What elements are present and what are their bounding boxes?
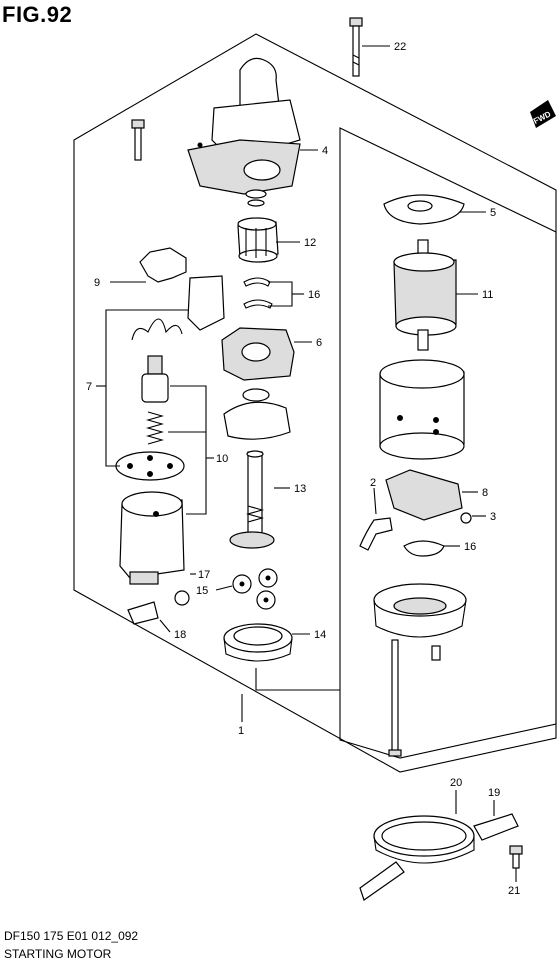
bolt-cover xyxy=(431,645,441,661)
through-bolt xyxy=(388,639,402,757)
plate-5-hole xyxy=(407,200,433,212)
callout-22: 22 xyxy=(394,41,406,53)
callout-labels: 22 4 5 12 9 16 11 6 7 10 13 2 8 3 16 17 … xyxy=(86,41,520,897)
solenoid-plate xyxy=(115,451,185,481)
nut-17 xyxy=(174,590,190,606)
callout-7: 7 xyxy=(86,381,92,393)
diagram-code: DF150 175 E01 012_092 xyxy=(4,929,139,943)
bracket-19 xyxy=(473,813,519,841)
motor-yoke xyxy=(379,359,465,460)
fwd-badge: FWD xyxy=(530,100,556,128)
housing-4 xyxy=(187,57,301,195)
bolt-22 xyxy=(349,17,363,77)
pinion-12 xyxy=(237,217,279,263)
diagram-subtitle: STARTING MOTOR xyxy=(4,947,112,961)
solenoid-body xyxy=(119,491,185,585)
band-20 xyxy=(359,815,475,901)
brush-lead-2 xyxy=(359,517,393,551)
callout-19: 19 xyxy=(488,787,500,799)
callout-4: 4 xyxy=(322,145,328,157)
leader-lines xyxy=(96,45,517,882)
ring-gear-14 xyxy=(223,623,293,662)
assembly-frame-inner xyxy=(339,127,557,759)
callout-16-top: 16 xyxy=(308,289,320,301)
shaft-13 xyxy=(229,450,275,549)
washer-b xyxy=(247,199,265,207)
callout-5: 5 xyxy=(490,207,496,219)
end-frame-6 xyxy=(221,327,295,381)
callout-10: 10 xyxy=(216,453,228,465)
callout-9: 9 xyxy=(94,277,100,289)
bolt-21 xyxy=(509,845,523,869)
end-cover xyxy=(373,583,467,638)
callout-3: 3 xyxy=(490,511,496,523)
callout-13: 13 xyxy=(294,483,306,495)
holder-7 xyxy=(187,275,225,331)
callout-2: 2 xyxy=(370,477,376,489)
callout-11: 11 xyxy=(482,289,493,301)
plunger xyxy=(141,355,169,403)
clip-18 xyxy=(127,601,159,625)
gears-15 xyxy=(232,568,278,610)
washer-a xyxy=(245,189,267,199)
nut-3 xyxy=(460,512,472,524)
callout-16-right: 16 xyxy=(464,541,476,553)
spring-clip xyxy=(131,318,183,341)
figure-title: FIG.92 xyxy=(2,2,73,27)
callout-20: 20 xyxy=(450,777,462,789)
callout-1: 1 xyxy=(238,725,244,737)
spring xyxy=(145,411,165,445)
callout-12: 12 xyxy=(304,237,316,249)
callout-18: 18 xyxy=(174,629,186,641)
callout-17: 17 xyxy=(198,569,210,581)
callout-14: 14 xyxy=(314,629,326,641)
fork-lever-9 xyxy=(139,247,187,283)
clips-16 xyxy=(243,277,273,309)
bolt-small-left xyxy=(131,119,145,161)
callout-8: 8 xyxy=(482,487,488,499)
callout-15: 15 xyxy=(196,585,208,597)
armature-11 xyxy=(393,239,457,351)
seal-ring xyxy=(242,388,270,402)
gasket-ring xyxy=(223,401,291,440)
callout-6: 6 xyxy=(316,337,322,349)
callout-21: 21 xyxy=(508,885,520,897)
washer-16-right xyxy=(403,540,445,557)
brush-holder-8 xyxy=(385,469,463,521)
assembly-frame-outer xyxy=(73,33,557,773)
